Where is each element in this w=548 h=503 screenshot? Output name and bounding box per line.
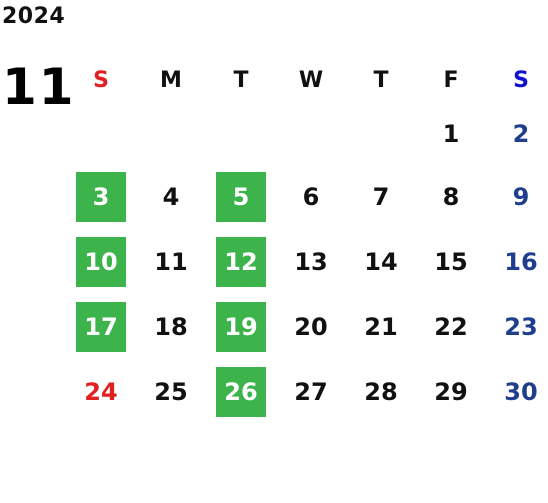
day-number: 27	[294, 377, 328, 406]
week-row: 17 18 19 20 21 22 23	[66, 294, 548, 359]
highlighted-day-number: 5	[216, 171, 266, 222]
day-cell: 10	[66, 229, 136, 294]
day-cell: 15	[416, 229, 486, 294]
day-cell: 14	[346, 229, 416, 294]
day-cell: 1	[416, 104, 486, 164]
weekday-friday: F	[443, 68, 459, 93]
empty-day-cell	[206, 104, 276, 164]
year-label: 2024	[2, 4, 66, 29]
day-number: 13	[294, 247, 328, 276]
day-number: 7	[372, 182, 390, 211]
weekday-tuesday: T	[233, 68, 249, 93]
day-cell: 29	[416, 359, 486, 424]
day-cell: 28	[346, 359, 416, 424]
day-cell: 5	[206, 164, 276, 229]
week-row: 3 4 5 6 7 8 9	[66, 164, 548, 229]
day-number: 16	[504, 247, 538, 276]
day-cell: 6	[276, 164, 346, 229]
highlighted-day-number: 12	[216, 236, 266, 287]
day-cell: 22	[416, 294, 486, 359]
empty-day-cell	[276, 104, 346, 164]
day-cell: 9	[486, 164, 548, 229]
week-row: 10 11 12 13 14 15 16	[66, 229, 548, 294]
weekday-thursday: T	[373, 68, 389, 93]
day-number: 2	[512, 120, 530, 148]
weekday-saturday: S	[513, 68, 529, 93]
day-cell: 27	[276, 359, 346, 424]
day-cell: 16	[486, 229, 548, 294]
day-number: 20	[294, 312, 328, 341]
day-cell: 4	[136, 164, 206, 229]
day-number: 6	[302, 182, 320, 211]
empty-day-cell	[346, 104, 416, 164]
day-cell: 8	[416, 164, 486, 229]
highlighted-day-number: 10	[76, 236, 126, 287]
day-number: 22	[434, 312, 468, 341]
highlighted-day-number: 3	[76, 171, 126, 222]
weekday-sunday: S	[93, 68, 109, 93]
month-label: 11	[2, 58, 76, 116]
weekday-monday: M	[160, 68, 182, 93]
day-cell: 18	[136, 294, 206, 359]
week-row: 24 25 26 27 28 29 30	[66, 359, 548, 424]
day-number: 8	[442, 182, 460, 211]
day-cell: 26	[206, 359, 276, 424]
day-cell: 20	[276, 294, 346, 359]
day-number: 14	[364, 247, 398, 276]
day-number: 9	[512, 182, 530, 211]
day-cell: 21	[346, 294, 416, 359]
highlighted-day-number: 26	[216, 366, 266, 417]
weekday-wednesday: W	[298, 68, 324, 93]
day-cell: 25	[136, 359, 206, 424]
day-cell: 7	[346, 164, 416, 229]
day-cell: 12	[206, 229, 276, 294]
day-number: 11	[154, 247, 188, 276]
day-number: 23	[504, 312, 538, 341]
day-number: 1	[442, 120, 460, 148]
day-cell: 30	[486, 359, 548, 424]
day-number: 4	[162, 182, 180, 211]
highlighted-day-number: 19	[216, 301, 266, 352]
day-number: 15	[434, 247, 468, 276]
day-number: 18	[154, 312, 188, 341]
empty-day-cell	[66, 104, 136, 164]
day-cell: 19	[206, 294, 276, 359]
day-cell: 11	[136, 229, 206, 294]
day-number: 29	[434, 377, 468, 406]
weekday-header-row: S M T W T F S	[66, 58, 548, 104]
empty-day-cell	[136, 104, 206, 164]
day-number: 25	[154, 377, 188, 406]
day-cell: 17	[66, 294, 136, 359]
day-cell: 2	[486, 104, 548, 164]
day-cell: 24	[66, 359, 136, 424]
day-number: 24	[84, 377, 118, 406]
day-number: 21	[364, 312, 398, 341]
day-cell: 3	[66, 164, 136, 229]
day-number: 28	[364, 377, 398, 406]
day-number: 30	[504, 377, 538, 406]
day-cell: 23	[486, 294, 548, 359]
day-cell: 13	[276, 229, 346, 294]
highlighted-day-number: 17	[76, 301, 126, 352]
